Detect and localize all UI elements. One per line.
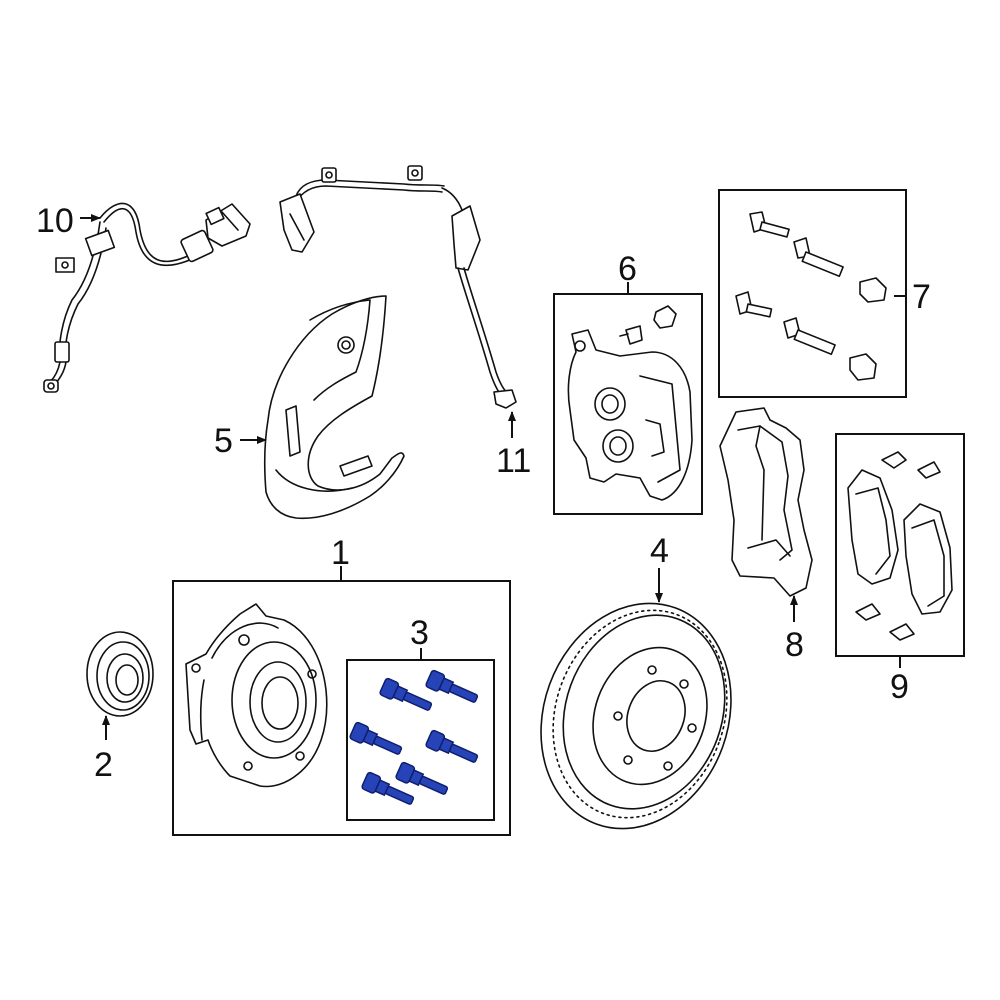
wheel-stud[interactable] xyxy=(425,669,480,708)
part-2-dust-cap[interactable] xyxy=(86,631,154,717)
callout-4: 4 xyxy=(650,532,669,570)
callout-7: 7 xyxy=(912,278,931,316)
callout-11: 11 xyxy=(496,442,531,480)
wheel-stud[interactable] xyxy=(379,677,434,716)
callout-2: 2 xyxy=(94,746,113,784)
wheel-stud[interactable] xyxy=(395,761,450,800)
callout-6: 6 xyxy=(618,250,637,288)
wheel-stud[interactable] xyxy=(425,729,480,768)
part-7-kit-box xyxy=(718,189,907,398)
part-11-abs-sensor-wire[interactable] xyxy=(279,165,517,409)
callout-1: 1 xyxy=(331,534,350,572)
callout-labels: 10 11 5 2 1 3 4 6 7 8 9 xyxy=(36,202,931,784)
part-9-brake-pads[interactable] xyxy=(847,451,953,641)
part-5-splash-shield[interactable] xyxy=(263,295,405,520)
part-10-abs-harness[interactable] xyxy=(43,202,251,393)
part-8-caliper-bracket[interactable] xyxy=(719,407,813,597)
callout-8: 8 xyxy=(785,626,804,664)
part-1-hub-bearing[interactable] xyxy=(185,603,328,788)
callout-10: 10 xyxy=(36,202,74,240)
part-3-wheel-studs[interactable] xyxy=(349,669,480,810)
callout-3: 3 xyxy=(410,614,429,652)
part-4-brake-rotor[interactable] xyxy=(510,576,762,855)
wheel-stud[interactable] xyxy=(349,721,404,760)
callout-5: 5 xyxy=(214,422,233,460)
wheel-stud[interactable] xyxy=(361,771,416,810)
callout-9: 9 xyxy=(890,668,909,706)
leader-lines xyxy=(80,214,906,740)
part-6-caliper[interactable] xyxy=(567,305,693,501)
part-7-guide-pins[interactable] xyxy=(735,211,887,381)
